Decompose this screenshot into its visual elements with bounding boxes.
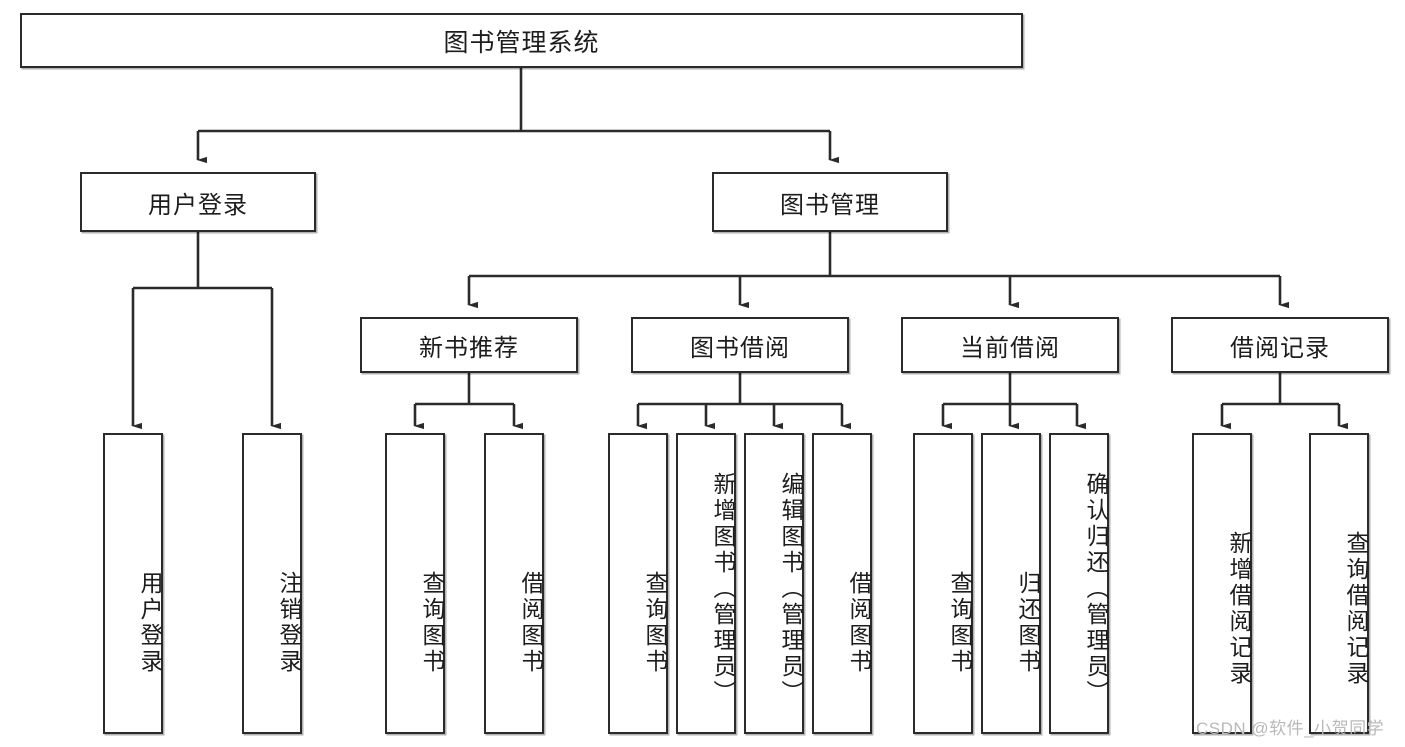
leaf-add-book[interactable]: 新增图书（管理员） xyxy=(676,433,736,734)
leaf-logout[interactable]: 注销登录 xyxy=(242,433,302,734)
leaf-borrow-book-2[interactable]: 借阅图书 xyxy=(812,433,872,734)
node-current-borrow[interactable]: 当前借阅 xyxy=(901,317,1119,373)
leaf-user-login[interactable]: 用户登录 xyxy=(103,433,163,734)
leaf-query-record-label: 查询借阅记录 xyxy=(1343,530,1369,687)
leaf-query-book-1[interactable]: 查询图书 xyxy=(385,433,445,734)
leaf-query-book-2[interactable]: 查询图书 xyxy=(608,433,668,734)
node-new-book-recommend[interactable]: 新书推荐 xyxy=(360,317,578,373)
node-book-borrow-label: 图书借阅 xyxy=(690,334,790,362)
node-new-book-recommend-label: 新书推荐 xyxy=(419,334,519,362)
node-borrow-record-label: 借阅记录 xyxy=(1230,334,1330,362)
leaf-return-book-label: 归还图书 xyxy=(1015,570,1041,675)
leaf-edit-book-label: 编辑图书（管理员） xyxy=(778,471,804,706)
node-book-borrow[interactable]: 图书借阅 xyxy=(631,317,849,373)
leaf-borrow-book-2-label: 借阅图书 xyxy=(846,570,872,675)
leaf-borrow-book-1[interactable]: 借阅图书 xyxy=(484,433,544,734)
leaf-confirm-return-label: 确认归还（管理员） xyxy=(1083,471,1109,706)
leaf-user-login-label: 用户登录 xyxy=(137,570,163,675)
watermark-text: CSDN @软件_小贺同学 xyxy=(1196,719,1385,738)
leaf-query-book-2-label: 查询图书 xyxy=(642,570,668,675)
leaf-query-book-3[interactable]: 查询图书 xyxy=(913,433,973,734)
node-root-label: 图书管理系统 xyxy=(443,28,600,57)
leaf-return-book[interactable]: 归还图书 xyxy=(981,433,1041,734)
node-book-manage[interactable]: 图书管理 xyxy=(712,172,948,232)
leaf-logout-label: 注销登录 xyxy=(276,570,302,675)
node-borrow-record[interactable]: 借阅记录 xyxy=(1171,317,1389,373)
leaf-add-book-label: 新增图书（管理员） xyxy=(710,471,736,706)
node-root[interactable]: 图书管理系统 xyxy=(20,13,1023,68)
leaf-edit-book[interactable]: 编辑图书（管理员） xyxy=(744,433,804,734)
node-user-login-label: 用户登录 xyxy=(148,191,248,219)
node-book-manage-label: 图书管理 xyxy=(780,191,880,219)
leaf-query-record[interactable]: 查询借阅记录 xyxy=(1309,433,1369,734)
leaf-borrow-book-1-label: 借阅图书 xyxy=(518,570,544,675)
leaf-add-record-label: 新增借阅记录 xyxy=(1226,530,1252,687)
node-user-login[interactable]: 用户登录 xyxy=(80,172,316,232)
node-current-borrow-label: 当前借阅 xyxy=(960,334,1060,362)
leaf-add-record[interactable]: 新增借阅记录 xyxy=(1192,433,1252,734)
leaf-query-book-1-label: 查询图书 xyxy=(419,570,445,675)
leaf-confirm-return[interactable]: 确认归还（管理员） xyxy=(1049,433,1109,734)
leaf-query-book-3-label: 查询图书 xyxy=(947,570,973,675)
